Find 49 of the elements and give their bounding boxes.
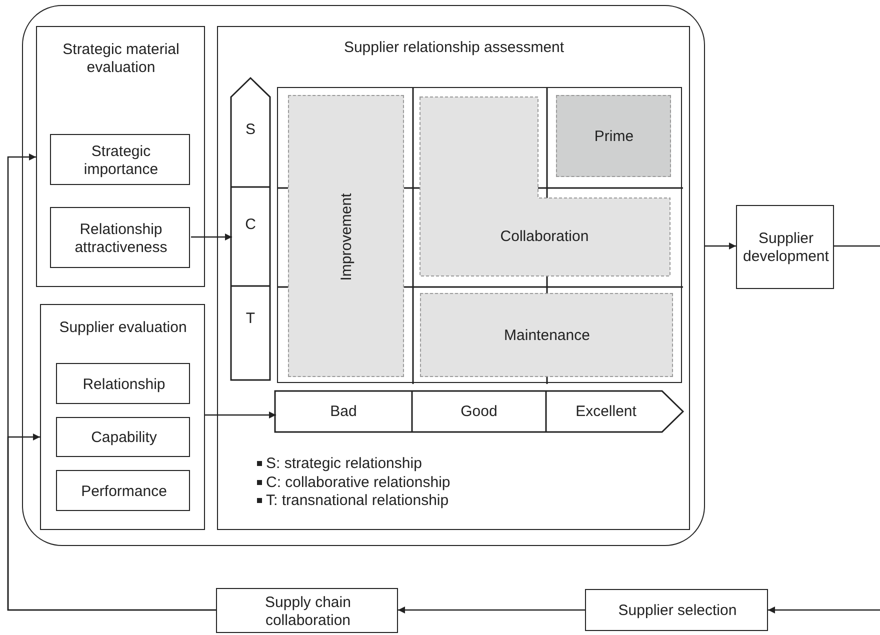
section-title: Supplier evaluation: [59, 318, 187, 336]
arrow: [398, 606, 585, 614]
arrow: [7, 434, 216, 611]
zone-area: [420, 96, 670, 276]
section-title: Strategic material evaluation: [62, 40, 180, 76]
zone-area: [288, 94, 404, 376]
arrow: [205, 412, 276, 418]
zone-label: Improvement: [338, 192, 356, 280]
section-panel: [36, 26, 204, 286]
arrow: [191, 234, 232, 240]
connector-line: [834, 245, 880, 247]
section-panel: [40, 304, 204, 530]
box-label: Supplier development: [742, 230, 830, 266]
box-label: Relationship attractiveness: [74, 220, 168, 256]
box-label: Supplier selection: [617, 602, 738, 620]
box-label: Relationship: [82, 376, 166, 394]
box-label: Performance: [80, 482, 168, 500]
zone-area: [420, 292, 672, 376]
scale-label: Good: [460, 402, 498, 420]
box-label: Strategic importance: [82, 142, 160, 178]
arrow: [768, 606, 880, 614]
box-label: Capability: [90, 429, 158, 447]
box-label: Supply chain collaboration: [264, 594, 352, 630]
process-box: [50, 134, 190, 185]
process-box: [216, 588, 398, 633]
process-box: [56, 470, 190, 511]
section-title: Supplier relationship assessment: [344, 38, 564, 56]
scale-label: T: [246, 310, 256, 328]
legend-note: C: collaborative relationship: [257, 474, 450, 491]
process-box: [56, 417, 190, 457]
scale-arrow: [231, 78, 270, 380]
legend-note: S: strategic relationship: [257, 455, 422, 472]
process-box: [585, 589, 768, 631]
scale-label: C: [245, 216, 256, 234]
arrow: [705, 242, 736, 250]
scale-label: S: [245, 121, 256, 139]
matrix-grid: [277, 87, 682, 383]
zone-label: Prime: [594, 128, 634, 146]
legend-note: T: transnational relationship: [257, 492, 449, 509]
zone-label: Collaboration: [500, 228, 589, 246]
process-box: [50, 207, 190, 268]
scale-label: Bad: [330, 402, 357, 420]
scale-label: Excellent: [576, 402, 636, 420]
process-box: [56, 363, 190, 404]
zone-label: Maintenance: [504, 326, 590, 344]
outer-frame: [22, 5, 705, 546]
zone-area: [556, 94, 670, 176]
process-box: [736, 205, 834, 289]
section-panel: [216, 26, 690, 530]
